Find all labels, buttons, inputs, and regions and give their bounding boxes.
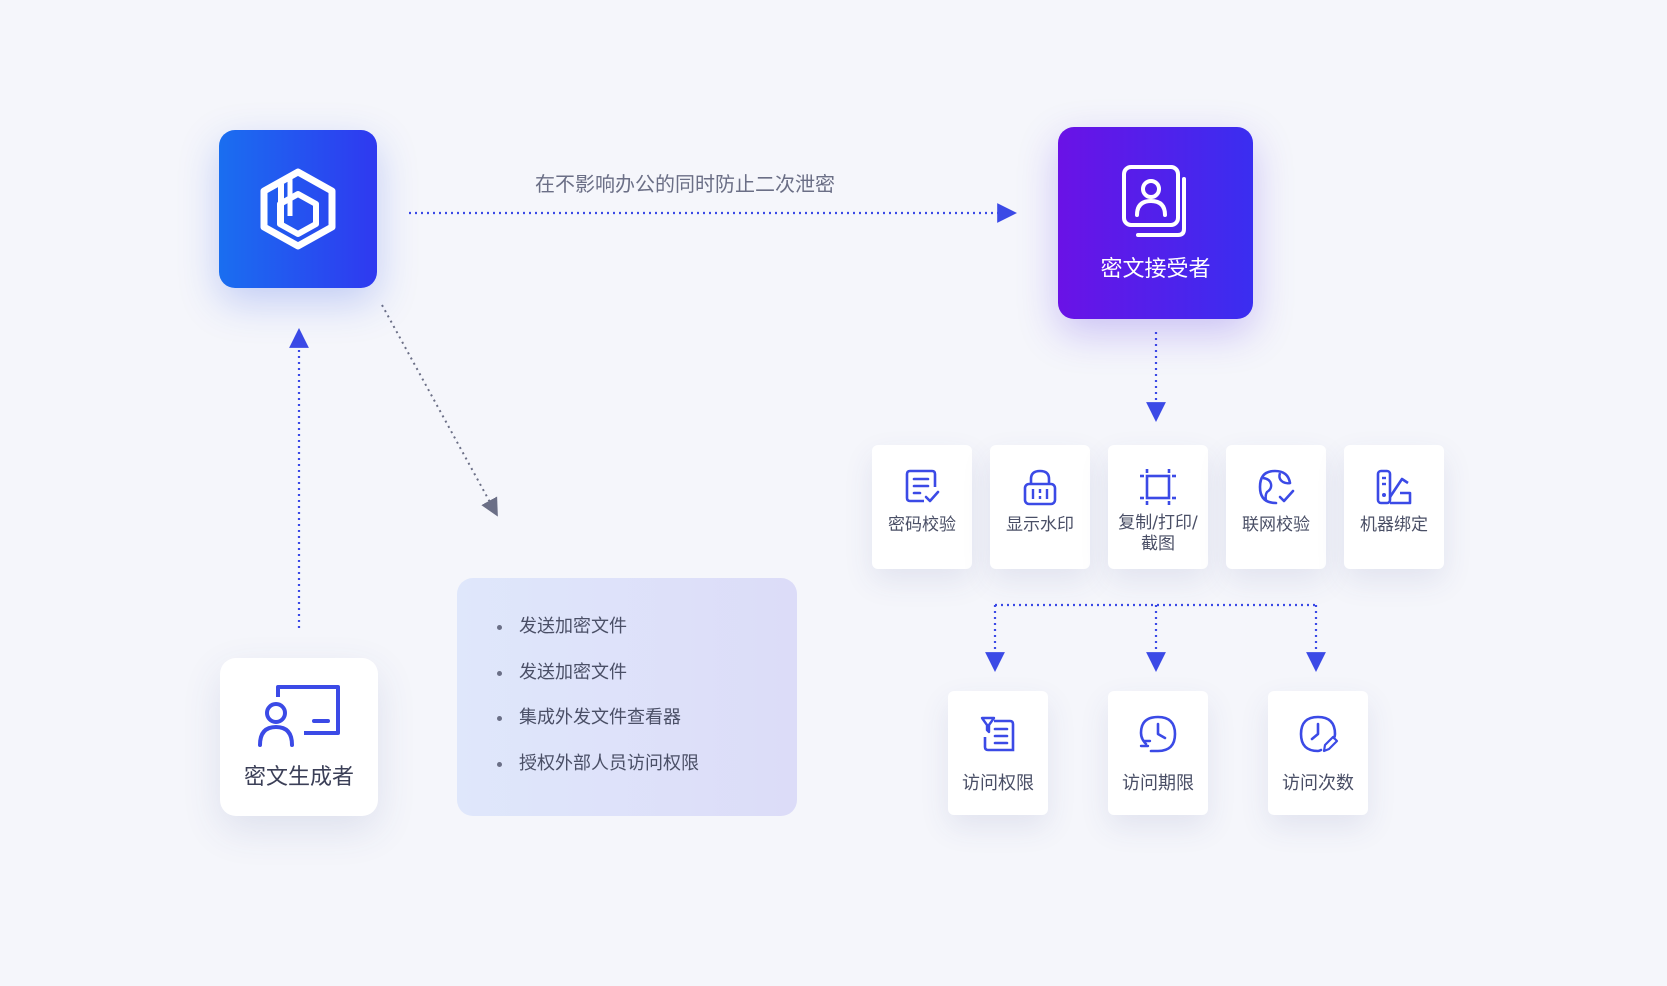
crop-frame-icon [1140,469,1176,505]
user-document-icon [1121,165,1186,237]
filter-list-icon [980,716,1015,752]
feature-card-machine: 机器绑定 [1344,445,1444,569]
feature-label: 显示水印 [1006,515,1074,535]
feature-card-network: 联网校验 [1226,445,1326,569]
arrow-hub-to-info [381,304,498,517]
cube-logo-icon [260,168,336,250]
permission-label: 访问权限 [962,773,1034,794]
feature-label: 密码校验 [888,515,956,535]
permission-card-rights: 访问权限 [948,691,1048,815]
permission-card-period: 访问期限 [1108,691,1208,815]
receiver-label: 密文接受者 [1100,257,1211,282]
feature-label: 联网校验 [1242,515,1310,535]
globe-check-icon [1258,469,1295,505]
list-item: 集成外发文件查看器 [497,707,797,729]
clock-edit-icon [1299,715,1339,753]
feature-card-password: 密码校验 [872,445,972,569]
list-item: 发送加密文件 [497,616,797,638]
branch-to-permissions [985,603,1326,672]
list-item: 授权外部人员访问权限 [497,753,797,775]
hub-logo-box [219,130,377,288]
device-bind-icon [1376,469,1412,505]
permission-label: 访问期限 [1122,773,1194,794]
feature-card-copy-print: 复制/打印/截图 [1108,445,1208,569]
clock-icon [1139,715,1177,753]
feature-label: 复制/打印/截图 [1118,513,1198,554]
feature-card-watermark: 显示水印 [990,445,1090,569]
info-panel: 发送加密文件 发送加密文件 集成外发文件查看器 授权外部人员访问权限 [457,578,797,816]
feature-label: 机器绑定 [1360,515,1428,535]
info-list: 发送加密文件 发送加密文件 集成外发文件查看器 授权外部人员访问权限 [497,616,797,775]
checklist-icon [905,469,940,503]
permission-card-count: 访问次数 [1268,691,1368,815]
presenter-icon [258,685,340,747]
lock-watermark-icon [1023,469,1057,506]
generator-box: 密文生成者 [220,658,378,816]
generator-label: 密文生成者 [243,765,354,790]
flow-caption: 在不影响办公的同时防止二次泄密 [535,172,835,196]
permission-label: 访问次数 [1282,773,1354,794]
list-item: 发送加密文件 [497,662,797,684]
receiver-box: 密文接受者 [1058,127,1253,319]
